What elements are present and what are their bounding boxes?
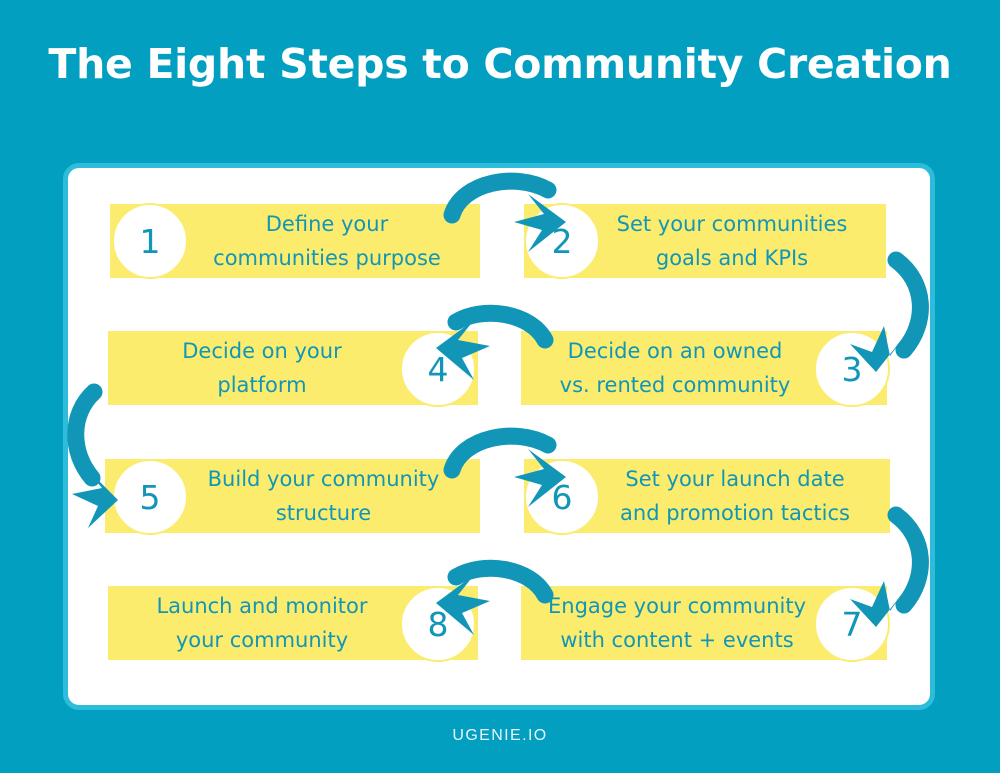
step-8-number: 8 [400,586,476,662]
step-6-bar: Set your launch date and promotion tacti… [524,459,890,533]
step-7-label: Engage your community with content + eve… [547,593,807,652]
step-7-number: 7 [814,586,890,662]
step-5-label: Build your community structure [207,466,440,525]
step-4-number: 4 [400,331,476,407]
step-5-number: 5 [112,459,188,535]
step-3-label: Decide on an owned vs. rented community [559,338,791,397]
step-1-label: Define your communities purpose [213,211,441,270]
step-3-number: 3 [814,331,890,407]
step-6-number: 6 [524,459,600,535]
step-6-label: Set your launch date and promotion tacti… [620,466,850,525]
footer-brand: UGENIE.IO [452,727,548,744]
page-title: The Eight Steps to Community Creation [48,40,952,88]
step-4-label: Decide on your platform [182,338,342,397]
step-1-number: 1 [112,203,188,279]
step-2-number: 2 [524,203,600,279]
step-2-label: Set your communities goals and KPIs [616,211,848,270]
step-8-label: Launch and monitor your community [156,593,368,652]
